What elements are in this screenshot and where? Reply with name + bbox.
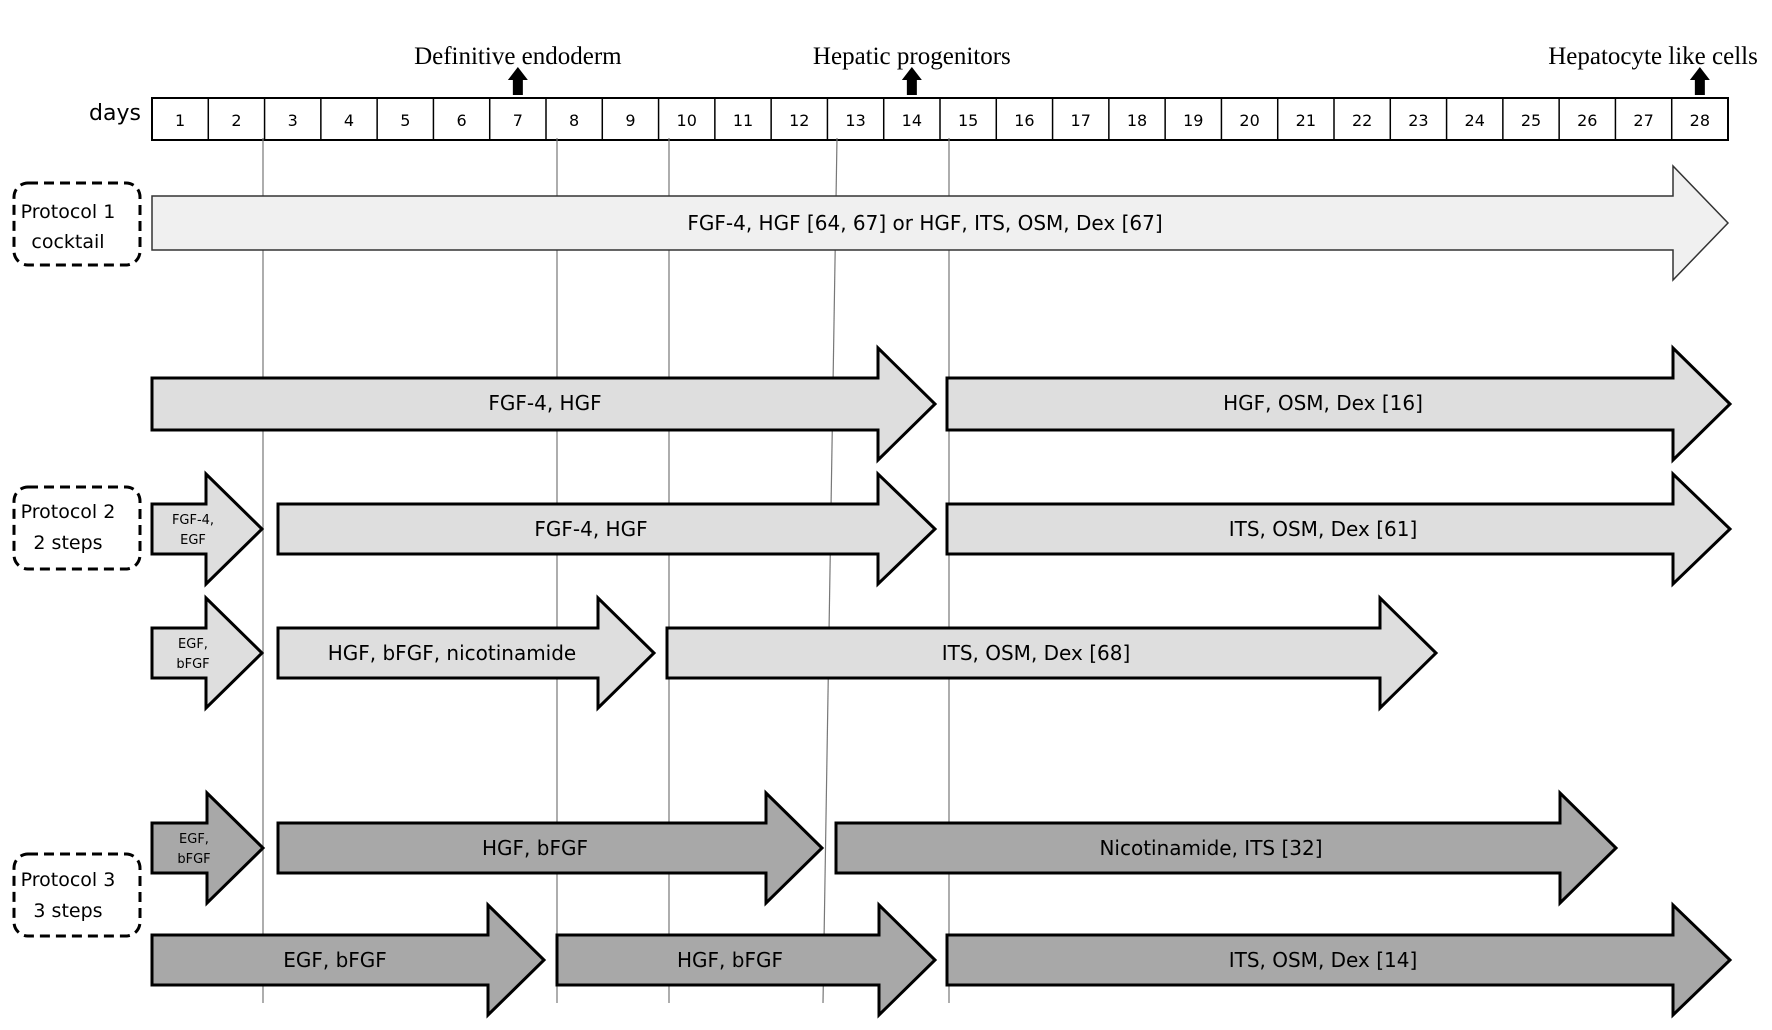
protocol-2a-arrow-step2 <box>945 344 1733 464</box>
protocol-2c-arrow-step2 <box>665 594 1439 712</box>
day-label: 21 <box>1296 111 1316 130</box>
day-label: 16 <box>1014 111 1034 130</box>
protocol-3b-step1-label: EGF, bFGF <box>283 948 387 972</box>
day-label: 4 <box>344 111 354 130</box>
milestone: Hepatocyte like cells <box>1548 43 1758 95</box>
day-label: 9 <box>625 111 635 130</box>
day-label: 3 <box>288 111 298 130</box>
protocol-2b-step0-label-line2: EGF <box>180 533 206 548</box>
protocol-2c-arrow-step0 <box>150 594 265 712</box>
day-label: 22 <box>1352 111 1372 130</box>
up-arrow-icon <box>901 67 922 95</box>
protocol-2-title: Protocol 2 <box>21 501 116 523</box>
protocol-1-title: Protocol 1 <box>21 201 116 223</box>
protocol-3a-arrow-step0 <box>150 789 266 907</box>
protocol-2a-arrow-step1 <box>150 344 938 464</box>
protocol-2c-arrow-step1 <box>276 594 657 712</box>
protocol-3-title: Protocol 3 <box>21 869 116 891</box>
protocol-2a-step2-label: HGF, OSM, Dex [16] <box>1223 391 1423 415</box>
protocol-2c-step1-label: HGF, bFGF, nicotinamide <box>328 641 577 665</box>
protocol-3b-step3-label: ITS, OSM, Dex [14] <box>1229 948 1418 972</box>
protocol-2b-step0-label-line1: FGF-4, <box>172 513 214 528</box>
protocol-2c-step0-label-line1: EGF, <box>178 637 208 652</box>
day-label: 18 <box>1127 111 1147 130</box>
protocol-3b-arrow-step1 <box>150 901 547 1019</box>
milestone-label: Definitive endoderm <box>414 43 622 70</box>
protocol-1-arrow-label: FGF-4, HGF [64, 67] or HGF, ITS, OSM, De… <box>687 211 1162 235</box>
day-label: 25 <box>1521 111 1541 130</box>
protocol-3a-step0-label-line2: bFGF <box>177 852 210 867</box>
up-arrow-icon <box>1689 67 1710 95</box>
protocol-1-arrow <box>151 164 1730 282</box>
protocol-2c-step0-label-line2: bFGF <box>176 657 209 672</box>
protocol-1-label: Protocol 1 cocktail <box>12 181 142 267</box>
milestone-label: Hepatocyte like cells <box>1548 43 1758 70</box>
protocol-3-frame <box>12 852 142 938</box>
milestone: Definitive endoderm <box>414 43 622 95</box>
protocol-3a-arrow-step2 <box>834 789 1619 907</box>
protocol-3-label: Protocol 3 3 steps <box>12 852 142 938</box>
day-label: 10 <box>677 111 697 130</box>
protocol-3a-step0-label-line1: EGF, <box>179 832 209 847</box>
day-label: 27 <box>1633 111 1653 130</box>
protocol-2-label: Protocol 2 2 steps <box>12 485 142 571</box>
day-label: 6 <box>456 111 466 130</box>
protocol-3b-arrow-step3 <box>945 901 1733 1019</box>
milestones: Definitive endoderm Hepatic progenitors He… <box>414 43 1758 95</box>
protocol-2c-step2-label: ITS, OSM, Dex [68] <box>942 641 1131 665</box>
day-label: 20 <box>1239 111 1259 130</box>
day-label: 23 <box>1408 111 1428 130</box>
day-label: 17 <box>1071 111 1091 130</box>
protocol-2a-step1-label: FGF-4, HGF <box>488 391 601 415</box>
day-label: 8 <box>569 111 579 130</box>
day-label: 5 <box>400 111 410 130</box>
protocol-2-subtitle: 2 steps <box>33 532 102 554</box>
day-label: 1 <box>175 111 185 130</box>
day-label: 19 <box>1183 111 1203 130</box>
day-label: 14 <box>902 111 922 130</box>
day-label: 24 <box>1465 111 1485 130</box>
milestone: Hepatic progenitors <box>813 43 1011 95</box>
day-label: 2 <box>231 111 241 130</box>
day-label: 26 <box>1577 111 1597 130</box>
day-label: 13 <box>845 111 865 130</box>
up-arrow-icon <box>507 67 528 95</box>
protocol-2-frame <box>12 485 142 571</box>
guide-line <box>822 137 838 1004</box>
day-label: 12 <box>789 111 809 130</box>
protocol-2b-arrow-step0 <box>150 470 265 588</box>
protocol-3a-step1-label: HGF, bFGF <box>482 836 588 860</box>
days-axis-label: days <box>89 101 141 126</box>
protocol-2b-arrow-step2 <box>945 470 1733 588</box>
milestone-label: Hepatic progenitors <box>813 43 1011 70</box>
day-label: 15 <box>958 111 978 130</box>
protocol-3b-arrow-step2 <box>555 901 938 1019</box>
protocol-1-frame <box>12 181 142 267</box>
protocol-3-subtitle: 3 steps <box>33 900 102 922</box>
protocol-1-subtitle: cocktail <box>31 231 104 253</box>
protocol-2b-arrow-step1 <box>276 470 938 588</box>
day-label: 28 <box>1690 111 1710 130</box>
day-label: 11 <box>733 111 753 130</box>
protocol-3a-step2-label: Nicotinamide, ITS [32] <box>1099 836 1322 860</box>
protocol-2b-step1-label: FGF-4, HGF <box>534 517 647 541</box>
protocol-3b-step2-label: HGF, bFGF <box>677 948 783 972</box>
day-label: 7 <box>513 111 523 130</box>
protocol-3a-arrow-step1 <box>276 789 825 907</box>
protocol-2b-step2-label: ITS, OSM, Dex [61] <box>1229 517 1418 541</box>
